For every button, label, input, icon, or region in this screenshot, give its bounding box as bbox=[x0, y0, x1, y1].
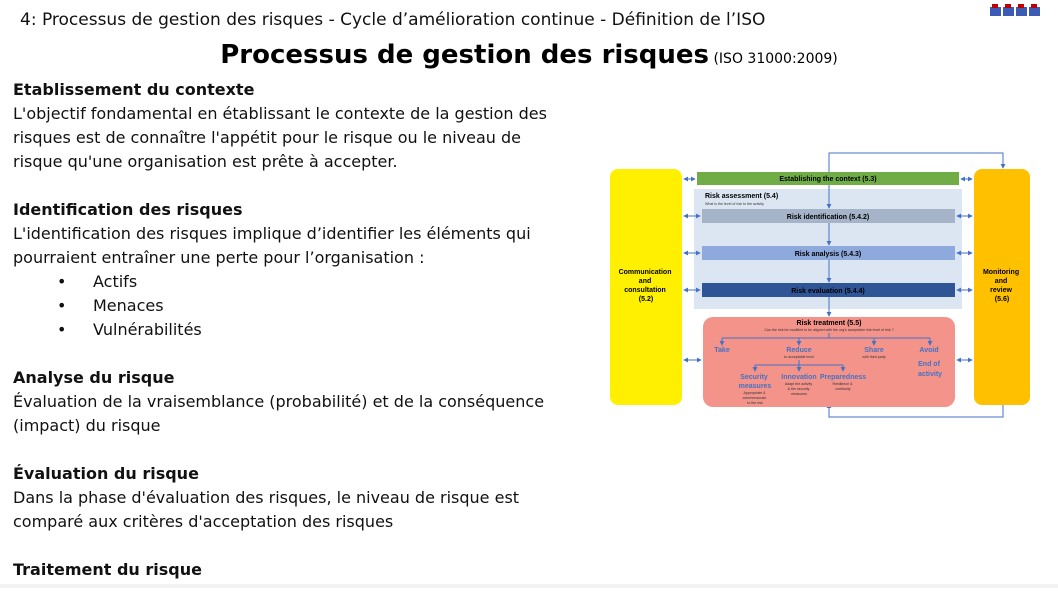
assessment-title: Risk assessment (5.4) bbox=[705, 193, 778, 200]
paragraph-line: L'identification des risques implique d’… bbox=[13, 224, 531, 243]
innovation-label: Innovation bbox=[781, 374, 816, 381]
section-treatment: Traitement du risque bbox=[13, 558, 573, 582]
security-sub: Appropriate & commensurate to the risk bbox=[743, 391, 768, 405]
bullet-list: Actifs Menaces Vulnérabilités bbox=[13, 270, 573, 342]
context-label: Establishing the context (5.3) bbox=[779, 176, 876, 183]
treatment-tree bbox=[719, 333, 933, 372]
paragraph-line: L'objectif fondamental en établissant le… bbox=[13, 104, 547, 123]
preparedness-label: Preparedness bbox=[820, 374, 866, 381]
share-sub: with third party bbox=[862, 355, 886, 359]
heading-identification: Identification des risques bbox=[13, 200, 243, 219]
preparedness-sub: Resilience & continuity bbox=[833, 382, 854, 391]
analysis-label: Risk analysis (5.4.3) bbox=[795, 251, 862, 258]
treatment-box bbox=[703, 317, 955, 407]
take-label: Take bbox=[714, 347, 730, 354]
section-identification: Identification des risques L'identificat… bbox=[13, 198, 573, 342]
paragraph-line: pourraient entraîner une perte pour l’or… bbox=[13, 248, 425, 267]
frame-line-bottom bbox=[826, 403, 1004, 418]
logo-icon bbox=[990, 4, 1040, 16]
paragraph-line: Dans la phase d'évaluation des risques, … bbox=[13, 488, 520, 507]
title-standard: (ISO 31000:2009) bbox=[713, 51, 838, 67]
reduce-sub: to acceptable level bbox=[784, 355, 814, 359]
paragraph-line: (impact) du risque bbox=[13, 416, 161, 435]
assessment-subtitle: What is the level of risk to the activit… bbox=[705, 202, 764, 206]
context-box bbox=[697, 172, 959, 185]
footer-strip bbox=[0, 584, 1058, 588]
page-title: Processus de gestion des risques (ISO 31… bbox=[0, 40, 1058, 70]
iso-31000-diagram: Communication and consultation (5.2) Mon… bbox=[609, 150, 1033, 420]
innovation-sub: Adapt the activity & the security measur… bbox=[785, 382, 813, 396]
security-label: Security measures bbox=[739, 374, 772, 390]
monitoring-label: Monitoring and review (5.6) bbox=[983, 269, 1021, 303]
heading-evaluation: Évaluation du risque bbox=[13, 464, 199, 483]
slide-header: 4: Processus de gestion des risques - Cy… bbox=[20, 10, 766, 30]
paragraph-line: Évaluation de la vraisemblance (probabil… bbox=[13, 392, 545, 411]
section-analysis: Analyse du risque Évaluation de la vrais… bbox=[13, 366, 573, 438]
paragraph-line: comparé aux critères d'acceptation des r… bbox=[13, 512, 394, 531]
identification-box bbox=[702, 209, 955, 223]
list-item: Vulnérabilités bbox=[13, 318, 573, 342]
frame-line-top bbox=[828, 152, 1006, 172]
analysis-box bbox=[702, 246, 955, 260]
diagram-svg: Communication and consultation (5.2) Mon… bbox=[610, 152, 1030, 418]
paragraph-line: risques est de connaître l'appétit pour … bbox=[13, 128, 522, 147]
avoid-label: Avoid End of activity bbox=[918, 347, 942, 378]
section-context: Etablissement du contexte L'objectif fon… bbox=[13, 78, 573, 174]
list-item: Menaces bbox=[13, 294, 573, 318]
heading-context: Etablissement du contexte bbox=[13, 80, 255, 99]
treatment-title: Risk treatment (5.5) bbox=[797, 320, 862, 327]
heading-analysis: Analyse du risque bbox=[13, 368, 175, 387]
list-item: Actifs bbox=[13, 270, 573, 294]
section-evaluation: Évaluation du risque Dans la phase d'éva… bbox=[13, 462, 573, 534]
identification-label: Risk identification (5.4.2) bbox=[787, 214, 869, 221]
evaluation-box bbox=[702, 283, 955, 297]
content-text: Etablissement du contexte L'objectif fon… bbox=[13, 78, 573, 606]
evaluation-label: Risk evaluation (5.4.4) bbox=[791, 288, 865, 295]
communication-box bbox=[610, 169, 682, 405]
communication-label: Communication and consultation (5.2) bbox=[619, 269, 674, 303]
monitoring-box bbox=[974, 169, 1030, 405]
reduce-label: Reduce bbox=[786, 347, 811, 354]
paragraph-line: risque qu'une organisation est prête à a… bbox=[13, 152, 398, 171]
title-main: Processus de gestion des risques bbox=[220, 40, 710, 70]
treatment-subtitle: Can the risk be modified to be aligned w… bbox=[764, 328, 893, 332]
heading-treatment: Traitement du risque bbox=[13, 560, 202, 579]
share-label: Share bbox=[864, 347, 884, 354]
side-arrows bbox=[683, 176, 973, 363]
